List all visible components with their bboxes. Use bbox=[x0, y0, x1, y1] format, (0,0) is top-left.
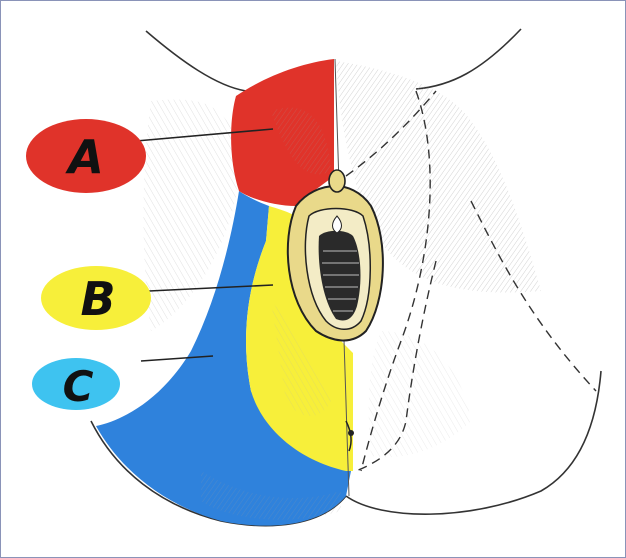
colored-shading bbox=[201, 107, 341, 520]
label-b: B bbox=[41, 266, 151, 330]
label-b-oval bbox=[41, 266, 151, 330]
label-c-text: C bbox=[63, 362, 94, 411]
label-a: A bbox=[26, 119, 146, 193]
label-c-oval bbox=[32, 358, 120, 410]
label-b-text: B bbox=[80, 272, 115, 326]
sketch-shading bbox=[143, 61, 541, 458]
central-anatomy bbox=[286, 169, 384, 452]
leader-line-c bbox=[140, 355, 214, 362]
label-a-oval bbox=[26, 119, 146, 193]
leader-line-a bbox=[135, 128, 274, 142]
label-a-text: A bbox=[65, 130, 104, 184]
leader-lines bbox=[135, 128, 274, 362]
leader-line-b bbox=[148, 284, 274, 292]
label-c: C bbox=[32, 358, 120, 411]
dashed-contours bbox=[345, 90, 597, 472]
